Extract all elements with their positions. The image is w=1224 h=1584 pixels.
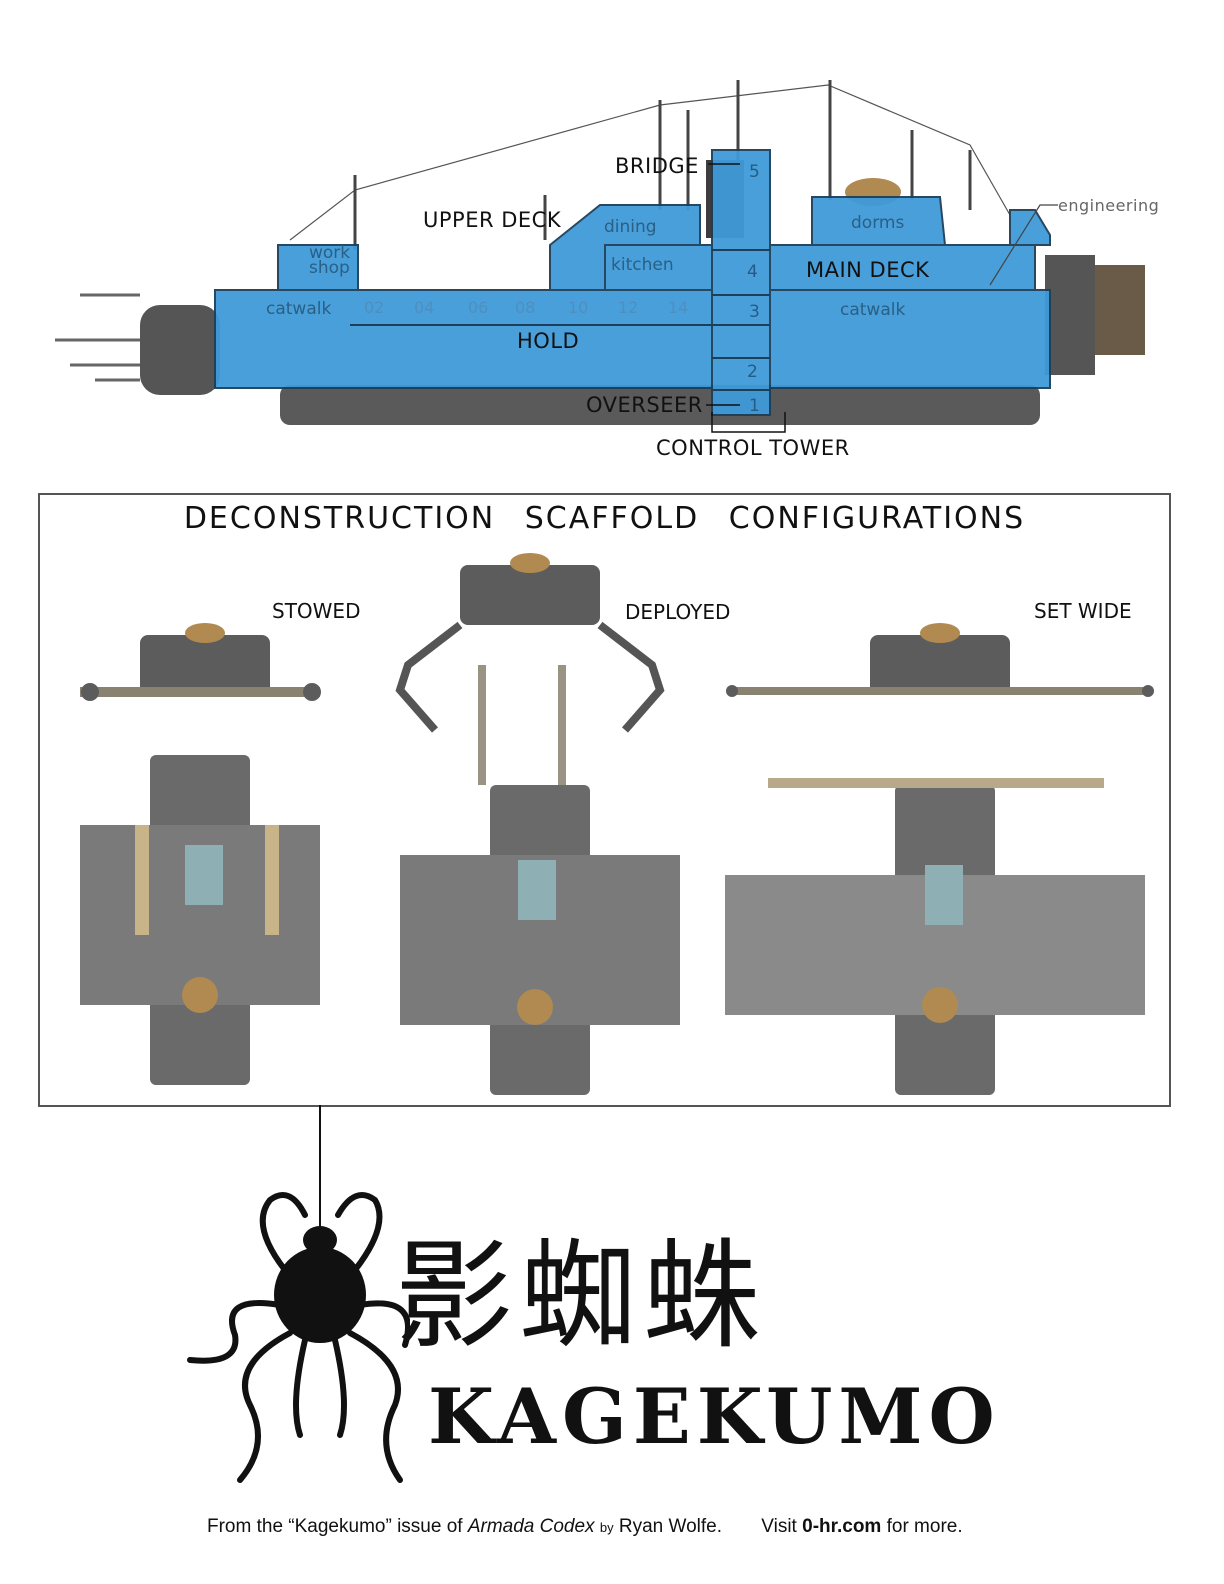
room-workshop-line1: work xyxy=(309,243,351,263)
room-kitchen: kitchen xyxy=(611,255,674,275)
tower-level-4: 4 xyxy=(747,262,758,282)
room-dorms: dorms xyxy=(851,213,905,233)
tower-level-3: 3 xyxy=(749,302,760,322)
set-wide-front-view xyxy=(726,623,1154,697)
label-control-tower: CONTROL TOWER xyxy=(656,436,850,460)
credit-author: Ryan Wolfe. xyxy=(613,1516,722,1537)
spider-logo-icon xyxy=(187,1105,410,1483)
engineering-leader xyxy=(989,204,1058,286)
label-overseer: OVERSEER xyxy=(586,393,703,417)
credit-site-link[interactable]: 0-hr.com xyxy=(802,1516,882,1537)
scaffold-illustrations xyxy=(80,553,1154,1095)
deck-blocks xyxy=(214,149,1051,416)
config-label-deployed: DEPLOYED xyxy=(625,600,731,624)
catwalk-bay: 12 xyxy=(618,298,639,317)
label-bridge: BRIDGE xyxy=(615,154,699,178)
credit-prefix: From the “Kagekumo” issue of xyxy=(207,1516,468,1537)
control-tower-bracket xyxy=(711,412,786,433)
label-engineering: engineering xyxy=(1058,196,1160,215)
room-catwalk-aft: catwalk xyxy=(840,300,906,320)
credit-line: From the “Kagekumo” issue of Armada Code… xyxy=(207,1516,963,1538)
config-label-set-wide: SET WIDE xyxy=(1034,599,1132,623)
credit-suffix: for more. xyxy=(881,1516,963,1537)
room-workshop-line2: shop xyxy=(309,258,350,278)
credit-publication: Armada Codex xyxy=(467,1516,595,1537)
rigging-lines xyxy=(289,84,1011,241)
set-wide-top-view xyxy=(725,778,1145,1095)
catwalk-bay: 08 xyxy=(515,298,536,317)
scaffold-title: DECONSTRUCTION SCAFFOLD CONFIGURATIONS xyxy=(183,501,1026,536)
credit-visit: Visit xyxy=(761,1516,803,1537)
stowed-top-view xyxy=(80,755,320,1085)
config-label-stowed: STOWED xyxy=(272,599,361,623)
label-hold: HOLD xyxy=(517,329,580,353)
catwalk-bay: 14 xyxy=(668,298,689,317)
scaffold-configurations-panel: DECONSTRUCTION SCAFFOLD CONFIGURATIONS S… xyxy=(38,493,1171,1107)
antennas xyxy=(353,80,972,250)
room-catwalk-fore: catwalk xyxy=(266,299,332,319)
tower-level-2: 2 xyxy=(747,362,758,382)
room-dining: dining xyxy=(604,217,657,237)
catwalk-bay: 04 xyxy=(414,298,435,317)
label-upper-deck: UPPER DECK xyxy=(423,208,562,232)
deployed-top-view xyxy=(400,665,680,1095)
catwalk-bay: 06 xyxy=(468,298,489,317)
stowed-front-view xyxy=(80,623,321,701)
deployed-front-view xyxy=(395,553,665,733)
catwalk-bay: 10 xyxy=(568,298,589,317)
logo-kanji: 影蜘蛛 xyxy=(395,1227,768,1365)
logo-name: KAGEKUMO xyxy=(428,1372,1001,1461)
catwalk-bay: 02 xyxy=(364,298,385,317)
tower-level-5: 5 xyxy=(749,162,760,182)
credit-by: by xyxy=(599,1520,614,1535)
label-main-deck: MAIN DECK xyxy=(806,258,930,282)
tower-level-1: 1 xyxy=(749,396,760,416)
tower-dividers xyxy=(350,249,770,391)
ship-cutaway-diagram xyxy=(55,80,1145,433)
